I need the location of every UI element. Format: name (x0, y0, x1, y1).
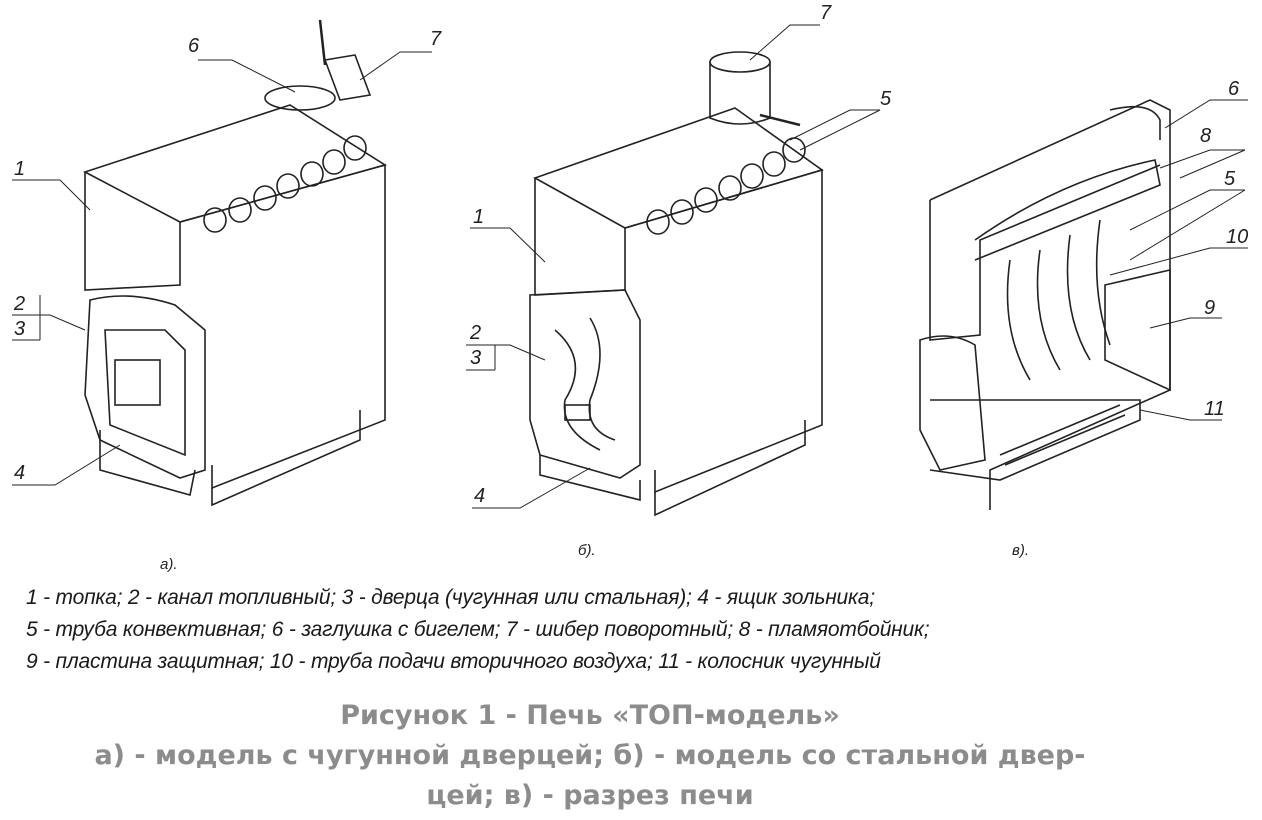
label-c-10: 10 (1226, 226, 1249, 248)
label-a-1: 1 (14, 158, 26, 180)
label-a-2: 2 (14, 293, 26, 315)
label-b-1: 1 (473, 206, 485, 228)
label-c-6: 6 (1228, 78, 1240, 100)
label-b-5: 5 (880, 88, 892, 110)
label-a-7: 7 (430, 28, 442, 50)
label-c-9: 9 (1204, 297, 1216, 319)
label-b-3: 3 (470, 347, 482, 369)
legend-line-3: 9 - пластина защитная; 10 - труба подачи… (26, 650, 881, 673)
figure-b-caption: б). (578, 542, 596, 559)
label-c-5: 5 (1224, 168, 1236, 190)
label-b-2: 2 (470, 322, 482, 344)
figure-subtitle-line-1: а) - модель с чугунной дверцей; б) - мод… (94, 740, 1086, 771)
legend-line-1: 1 - топка; 2 - канал топливный; 3 - двер… (26, 586, 875, 609)
label-a-3: 3 (14, 318, 26, 340)
stove-b-drawing (466, 24, 881, 517)
stove-drawings (12, 19, 1248, 517)
label-a-4: 4 (14, 462, 26, 484)
figure-title: Рисунок 1 - Печь «ТОП-модель» (340, 700, 840, 731)
legend-line-2: 5 - труба конвективная; 6 - заглушка с б… (26, 618, 930, 641)
label-c-11: 11 (1204, 398, 1225, 420)
label-a-6: 6 (188, 35, 200, 57)
figure-subtitle-line-2: цей; в) - разрез печи (426, 780, 754, 811)
convection-pipes-b (646, 137, 806, 235)
stove-a-drawing (12, 19, 432, 507)
convection-pipes-a (203, 135, 367, 233)
figure-a-caption: а). (160, 556, 178, 573)
label-b-4: 4 (474, 485, 486, 507)
label-c-8: 8 (1200, 125, 1212, 147)
figure-c-caption: в). (1012, 542, 1029, 559)
label-b-7: 7 (820, 2, 832, 24)
stove-c-drawing (919, 99, 1248, 510)
